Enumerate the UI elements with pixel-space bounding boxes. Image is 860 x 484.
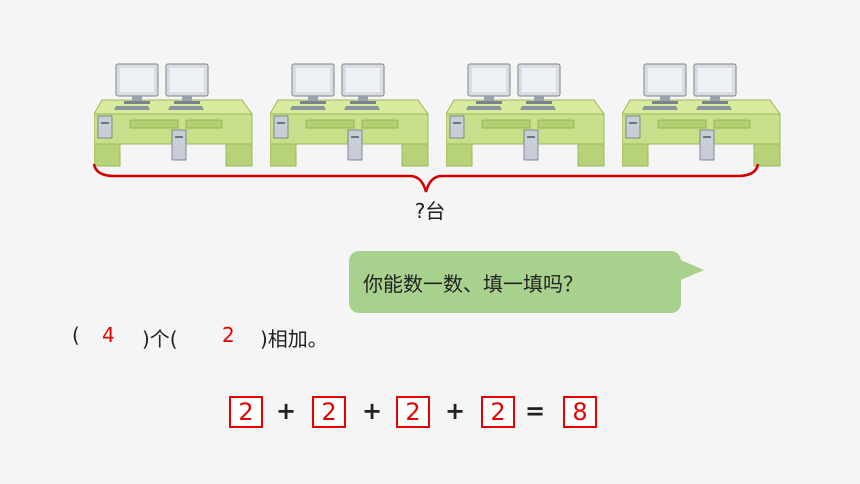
speech-bubble-text: 你能数一数、填一填吗？ <box>363 271 583 296</box>
equals-sign: = <box>524 397 546 425</box>
sentence-end: )相加。 <box>260 327 328 351</box>
speech-bubble-tail-icon <box>676 258 704 282</box>
equation-term: 2 <box>229 396 263 428</box>
computer-desk-icon <box>94 60 254 168</box>
plus-sign: + <box>361 397 383 425</box>
equation-term: 2 <box>312 396 346 428</box>
brace-icon <box>92 163 760 193</box>
plus-sign: + <box>275 397 297 425</box>
computer-desk-icon <box>446 60 606 168</box>
equation-result: 8 <box>563 396 597 428</box>
sentence-middle: )个( <box>142 327 178 351</box>
plus-sign: + <box>444 397 466 425</box>
answer-addend: 2 <box>222 323 235 347</box>
brace-label: ?台 <box>414 199 446 223</box>
answer-count: 4 <box>102 323 115 347</box>
equation-term: 2 <box>481 396 515 428</box>
computer-desk-icon <box>622 60 782 168</box>
speech-bubble: 你能数一数、填一填吗？ <box>349 251 681 313</box>
equation-term: 2 <box>396 396 430 428</box>
open-paren: ( <box>72 323 80 347</box>
computer-desk-icon <box>270 60 430 168</box>
